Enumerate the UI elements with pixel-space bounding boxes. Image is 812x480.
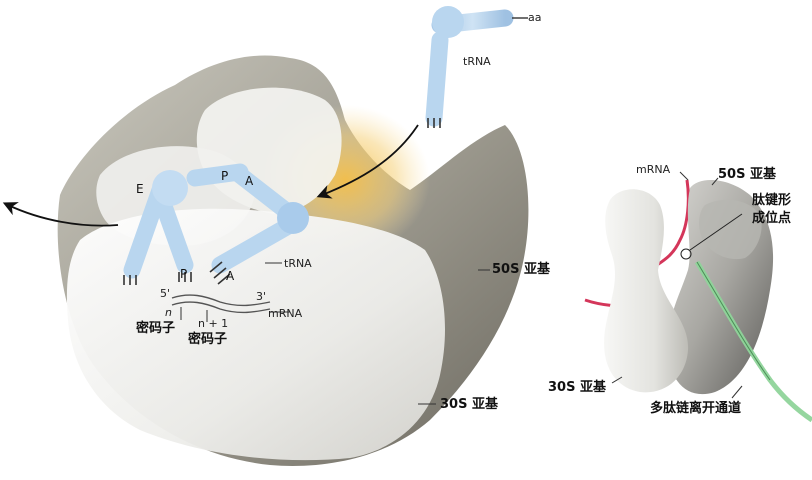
leader-30s-side [611,376,623,384]
exiting-trna-arrow [2,202,119,227]
peptidyl-site-label-line2: 成位点 [752,211,792,226]
codon-label-1: 密码子 [136,321,176,336]
exit-tunnel-label: 多肽链离开通道 [650,401,742,416]
mrna-label: mRNA [268,307,303,320]
small-subunit-label: 30S 亚基 [440,397,498,412]
side-exit-tunnel [694,260,812,423]
side-small-subunit-label: 30S 亚基 [548,380,606,395]
mrna-strand-main [171,294,290,322]
large-subunit-label: 50S 亚基 [492,262,550,277]
a-site-trna [209,166,309,285]
codon-n-label: n [165,306,172,319]
side-peptidyl-site-marker [680,213,743,260]
peptidyl-site-label-line1: 肽键形 [752,193,792,208]
mrna-five-prime: 5' [160,287,171,300]
leader-tunnel-side [731,385,743,399]
side-mrna-label: mRNA [636,163,671,176]
codon-n-plus-1-label: n + 1 [198,317,229,330]
incoming-trna-label: tRNA [463,55,491,68]
a-site-top-label: A [245,174,254,188]
leader-50s-side [711,177,719,186]
mrna-three-prime: 3' [256,290,267,303]
amino-acid-label: aa [528,11,542,24]
incoming-trna [425,6,528,128]
incoming-trna-arrow [316,124,419,199]
side-small-subunit-30s [604,189,689,393]
codon-label-2: 密码子 [188,332,228,347]
a-site-bottom-label: A [226,269,235,283]
e-site-label: E [136,182,144,196]
p-site-bottom-label: P [180,267,188,281]
p-site-top-label: P [221,169,229,183]
a-site-trna-label: tRNA [284,257,312,270]
side-large-subunit-label: 50S 亚基 [718,167,776,182]
